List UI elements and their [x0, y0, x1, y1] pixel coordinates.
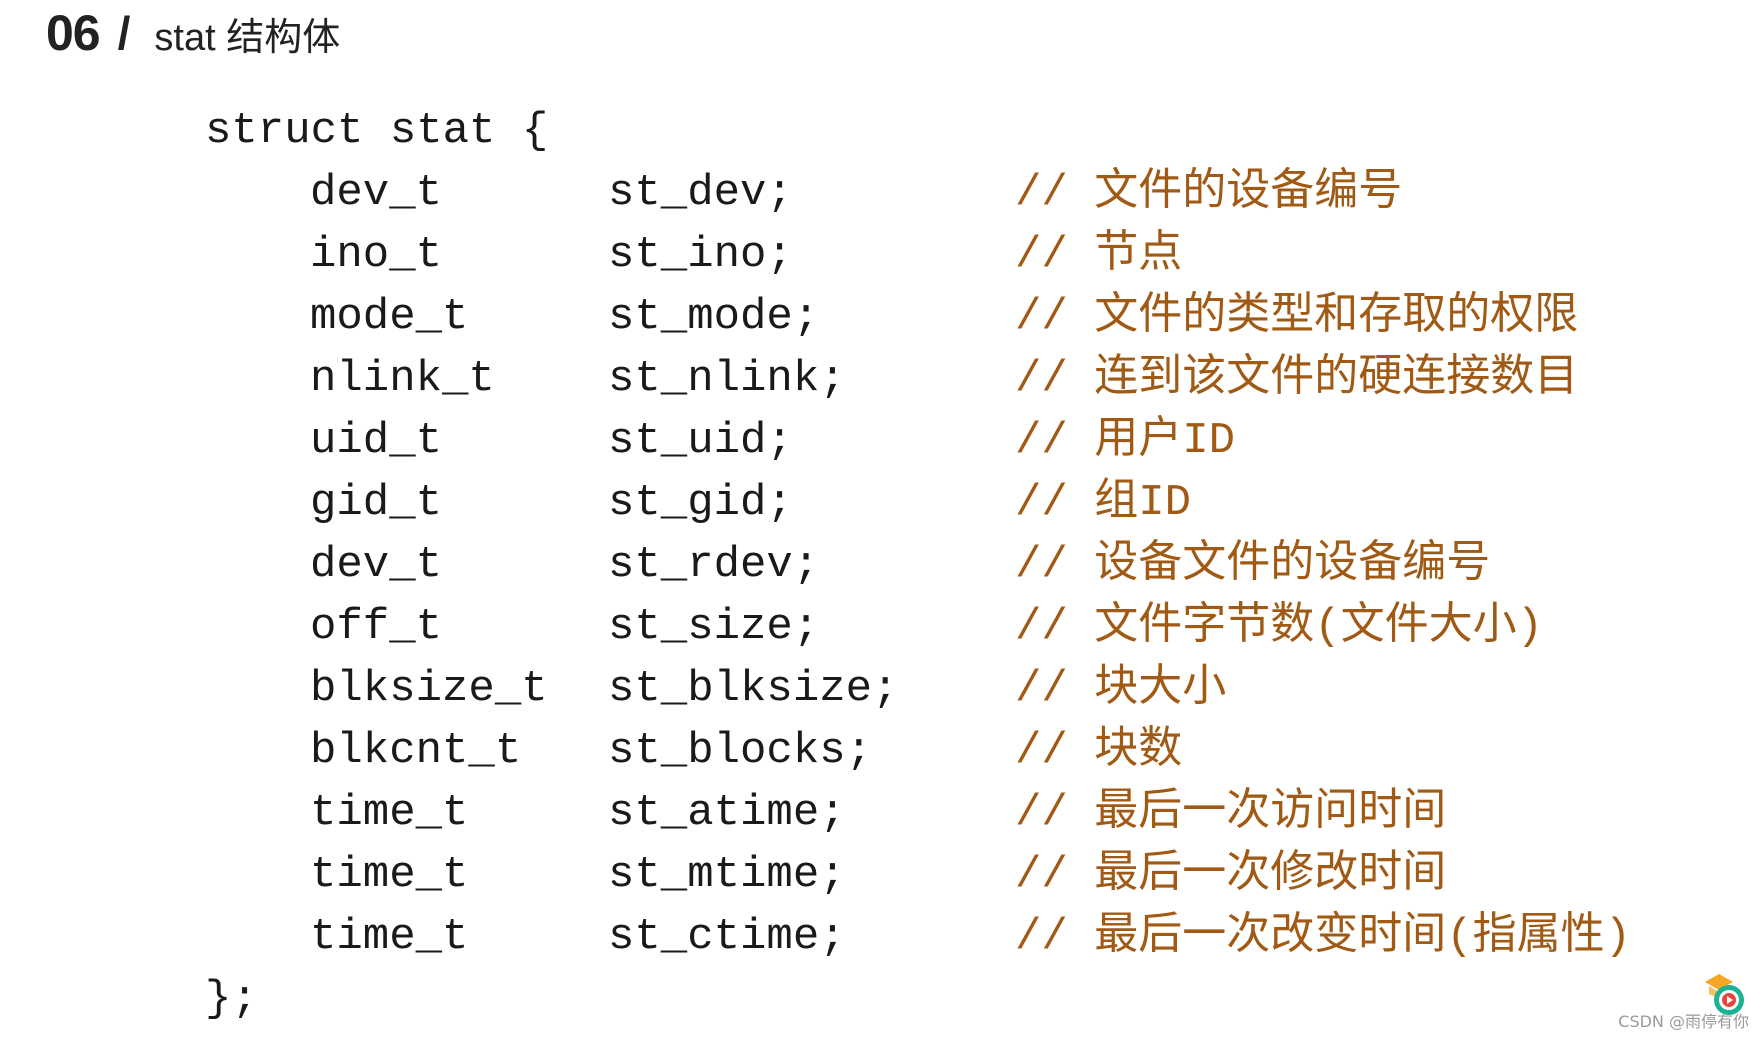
- slide-header: 06 / stat 结构体: [46, 0, 340, 66]
- field-type: ino_t: [310, 230, 443, 280]
- struct-field-row: mode_t st_mode; // 文件的类型和存取的权限: [205, 286, 1578, 348]
- field-type: off_t: [310, 602, 443, 652]
- struct-field-row: time_t st_mtime; // 最后一次修改时间: [205, 844, 1446, 906]
- struct-close-line: };: [205, 974, 258, 1024]
- field-name: st_atime;: [608, 788, 846, 838]
- field-name: st_rdev;: [608, 540, 820, 590]
- field-type: time_t: [310, 788, 469, 838]
- field-name: st_size;: [608, 602, 820, 652]
- field-comment: // 组ID: [1015, 478, 1192, 528]
- struct-field-row: blkcnt_t st_blocks; // 块数: [205, 720, 1182, 782]
- field-name: st_blksize;: [608, 664, 899, 714]
- field-name: st_ctime;: [608, 912, 846, 962]
- field-comment: // 块大小: [1015, 664, 1227, 714]
- field-comment: // 文件字节数(文件大小): [1015, 602, 1544, 652]
- field-type: uid_t: [310, 416, 443, 466]
- struct-field-row: time_t st_ctime; // 最后一次改变时间(指属性): [205, 906, 1631, 968]
- struct-field-row: dev_t st_dev; // 文件的设备编号: [205, 162, 1402, 224]
- watermark: CSDN @雨停有你: [1618, 1008, 1749, 1032]
- field-name: st_ino;: [608, 230, 793, 280]
- field-comment: // 连到该文件的硬连接数目: [1015, 354, 1579, 404]
- field-comment: // 文件的设备编号: [1015, 168, 1403, 218]
- field-comment: // 文件的类型和存取的权限: [1015, 292, 1579, 342]
- field-type: gid_t: [310, 478, 443, 528]
- field-name: st_uid;: [608, 416, 793, 466]
- field-type: dev_t: [310, 540, 443, 590]
- slide-title: stat 结构体: [154, 16, 341, 59]
- field-name: st_dev;: [608, 168, 793, 218]
- field-name: st_gid;: [608, 478, 793, 528]
- field-comment: // 最后一次修改时间: [1015, 850, 1447, 900]
- struct-field-row: time_t st_atime; // 最后一次访问时间: [205, 782, 1446, 844]
- struct-field-row: ino_t st_ino; // 节点: [205, 224, 1182, 286]
- field-name: st_mode;: [608, 292, 820, 342]
- struct-field-row: blksize_t st_blksize; // 块大小: [205, 658, 1226, 720]
- field-name: st_mtime;: [608, 850, 846, 900]
- field-type: mode_t: [310, 292, 469, 342]
- app-logo-icon: [1705, 974, 1744, 1015]
- struct-fields: dev_t st_dev; // 文件的设备编号 ino_t st_ino; // 节点 m…: [205, 162, 1631, 968]
- field-comment: // 设备文件的设备编号: [1015, 540, 1491, 590]
- slide-number: 06: [46, 5, 101, 61]
- field-name: st_blocks;: [608, 726, 873, 776]
- slide-slash: /: [117, 7, 131, 59]
- field-name: st_nlink;: [608, 354, 846, 404]
- field-type: dev_t: [310, 168, 443, 218]
- field-comment: // 块数: [1015, 726, 1183, 776]
- field-type: blkcnt_t: [310, 726, 522, 776]
- struct-field-row: nlink_t st_nlink; // 连到该文件的硬连接数目: [205, 348, 1578, 410]
- watermark-text: CSDN @雨停有你: [1618, 1012, 1749, 1031]
- struct-field-row: off_t st_size; // 文件字节数(文件大小): [205, 596, 1543, 658]
- code-block: struct stat { dev_t st_dev; // 文件的设备编号 ino_…: [205, 100, 1631, 1030]
- struct-field-row: gid_t st_gid; // 组ID: [205, 472, 1191, 534]
- field-type: time_t: [310, 912, 469, 962]
- field-comment: // 用户ID: [1015, 416, 1236, 466]
- field-type: nlink_t: [310, 354, 495, 404]
- struct-field-row: dev_t st_rdev; // 设备文件的设备编号: [205, 534, 1490, 596]
- field-type: blksize_t: [310, 664, 548, 714]
- field-comment: // 最后一次访问时间: [1015, 788, 1447, 838]
- struct-field-row: uid_t st_uid; // 用户ID: [205, 410, 1235, 472]
- field-comment: // 最后一次改变时间(指属性): [1015, 912, 1632, 962]
- field-type: time_t: [310, 850, 469, 900]
- field-comment: // 节点: [1015, 230, 1183, 280]
- struct-open-line: struct stat {: [205, 106, 549, 156]
